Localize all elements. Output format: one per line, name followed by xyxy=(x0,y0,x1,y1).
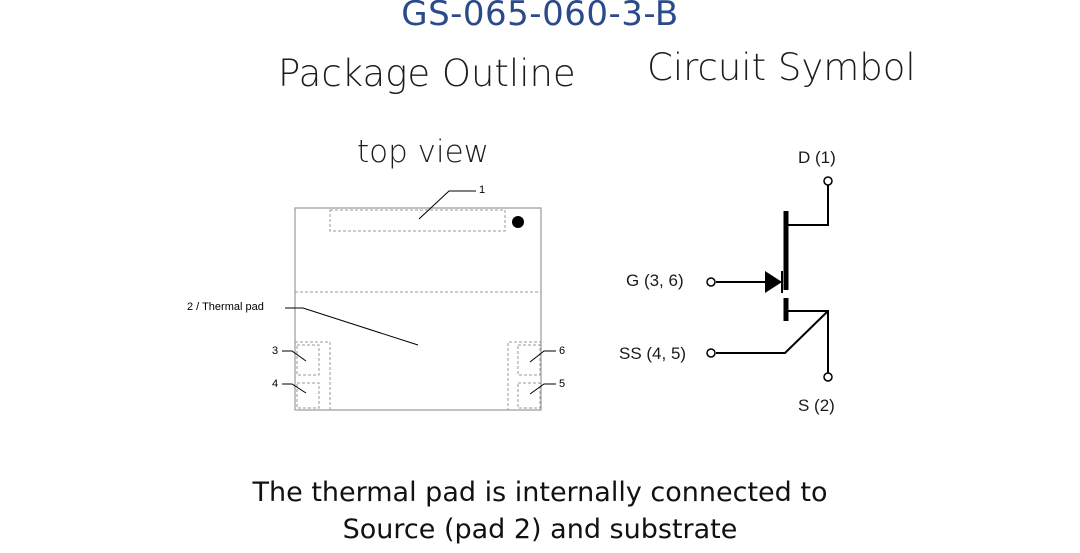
pin1-marker-dot xyxy=(512,216,524,228)
source-terminal xyxy=(823,372,833,382)
gate-diode-triangle xyxy=(765,271,782,293)
source-sense-wire xyxy=(716,310,829,354)
pad-1 xyxy=(329,209,506,232)
drain-terminal xyxy=(823,176,833,186)
source-wire xyxy=(787,310,829,373)
leader-thermal-pad xyxy=(285,307,419,346)
drain-label: D (1) xyxy=(798,148,836,167)
thermal-pad-label: 2 / Thermal pad xyxy=(187,301,264,313)
pin3-label: 3 xyxy=(272,345,278,357)
pin6-label: 6 xyxy=(559,345,565,357)
pin4-label: 4 xyxy=(272,378,278,390)
circuit-symbol: D (1) G (3, 6) SS (4, 5) S (2) xyxy=(619,148,836,415)
package-outline: 1 2 / Thermal pad 3 4 6 5 xyxy=(187,184,565,411)
circuit-symbol-heading: Circuit Symbol xyxy=(647,46,916,89)
package-body xyxy=(294,207,542,411)
pin5-label: 5 xyxy=(559,378,565,390)
leader-pin3 xyxy=(282,350,307,362)
leader-pin6 xyxy=(529,350,556,363)
part-number-title: GS-065-060-3-B xyxy=(401,0,679,34)
source-sense-terminal xyxy=(706,348,716,358)
source-sense-label: SS (4, 5) xyxy=(619,344,686,363)
pad-5 xyxy=(517,382,541,409)
thermal-pad-note-line-2: Source (pad 2) and substrate xyxy=(342,514,738,545)
top-view-label: top view xyxy=(357,134,490,170)
leader-pin1 xyxy=(418,190,476,220)
leader-pin4 xyxy=(282,383,307,394)
pad-6 xyxy=(517,344,541,376)
package-outline-heading: Package Outline xyxy=(278,52,576,95)
gate-label: G (3, 6) xyxy=(626,271,684,290)
gate-terminal xyxy=(706,277,716,287)
pad-4 xyxy=(296,382,320,409)
thermal-pad-note-line-1: The thermal pad is internally connected … xyxy=(252,477,828,508)
leader-pin5 xyxy=(529,383,556,395)
drain-wire xyxy=(787,185,829,226)
source-label: S (2) xyxy=(798,396,835,415)
pin1-label: 1 xyxy=(479,184,485,196)
thermal-pad xyxy=(295,291,542,411)
pad-3 xyxy=(296,344,320,376)
